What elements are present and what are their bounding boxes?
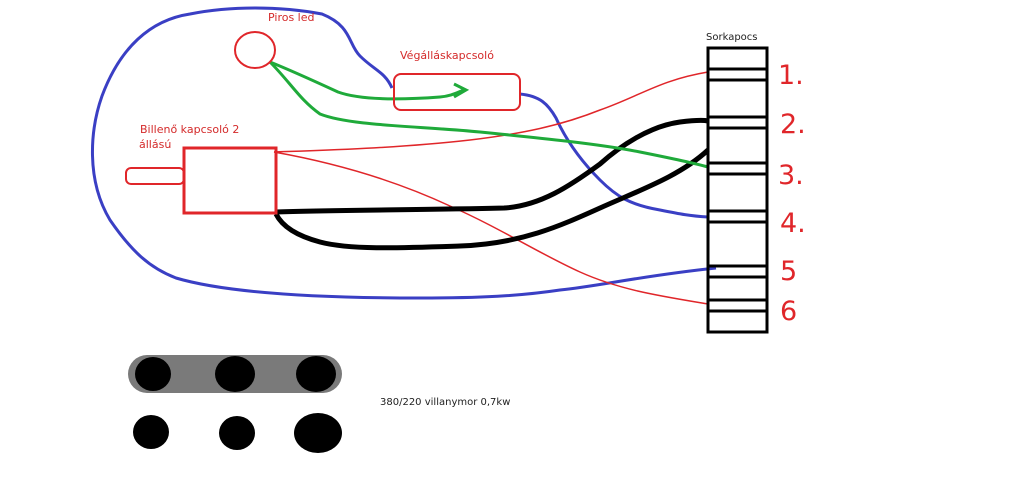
blue-wire-outline	[91, 6, 717, 300]
blue-wire-to-4	[519, 92, 709, 219]
red-led	[234, 31, 276, 69]
rocker-switch-label-1: Billenő kapcsoló 2	[140, 123, 239, 136]
motor-terminal-u1	[135, 357, 171, 391]
motor-terminal-w1	[296, 356, 336, 392]
motor-terminal-w2	[133, 415, 169, 449]
rocker-switch-lever	[125, 167, 185, 185]
motor-terminal-v1	[215, 356, 255, 392]
motor-terminal-v2	[294, 413, 342, 453]
terminal-number-6: 6	[780, 296, 797, 327]
terminal-number-1: 1.	[778, 60, 804, 91]
red-wire-to-6	[273, 151, 709, 305]
terminal-number-5: 5	[780, 256, 797, 287]
terminal-number-4: 4.	[780, 208, 806, 239]
limit-switch	[393, 73, 521, 111]
motor-label: 380/220 villanymor 0,7kw	[380, 397, 510, 408]
terminal-dividers	[708, 67, 767, 313]
green-wire-to-switch	[269, 60, 465, 101]
black-wire-to-2	[275, 117, 709, 215]
terminal-block-label: Sorkapocs	[706, 32, 758, 43]
black-wire-to-3	[273, 148, 710, 251]
rocker-switch-body	[182, 146, 278, 215]
terminal-number-3: 3.	[778, 160, 804, 191]
green-arrowhead	[453, 82, 470, 99]
red-wire-to-1	[273, 71, 709, 153]
motor-terminal-u2	[219, 416, 255, 450]
terminal-block	[706, 46, 769, 334]
rocker-switch-label-2: állású	[139, 138, 171, 151]
terminal-number-2: 2.	[780, 109, 806, 140]
green-wire-to-3	[268, 60, 709, 169]
limit-switch-label: Végálláskapcsoló	[400, 49, 494, 62]
led-label: Piros led	[268, 11, 315, 24]
